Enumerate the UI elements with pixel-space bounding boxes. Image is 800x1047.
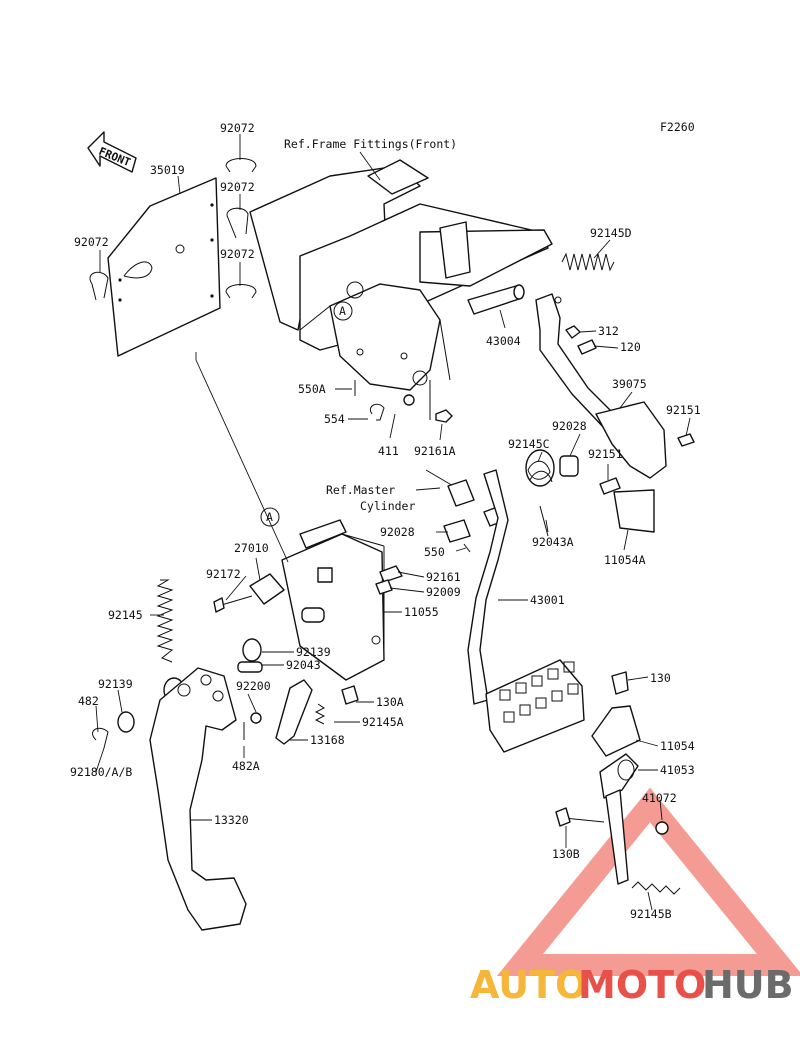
part-label-482A: 482A: [232, 759, 260, 773]
part-label-130A: 130A: [376, 695, 404, 709]
part-label-11054: 11054: [660, 739, 695, 753]
part-label-92072-d: 92072: [220, 247, 255, 261]
leader-lines: [95, 134, 691, 911]
part-label-43004: 43004: [486, 334, 521, 348]
part-label-92145D: 92145D: [590, 226, 632, 240]
part-label-92200: 92200: [236, 679, 271, 693]
pedal-switch: [213, 573, 285, 613]
part-label-43001: 43001: [530, 593, 565, 607]
part-label-92145C: 92145C: [508, 437, 550, 451]
part-label-92161A: 92161A: [414, 444, 456, 458]
watermark-logo: [496, 787, 800, 976]
front-arrow-icon: FRONT: [87, 131, 137, 173]
ref-master-line2: Cylinder: [360, 499, 415, 513]
callout-a-markers: A A: [260, 301, 353, 527]
ref-frame-fittings: Ref.Frame Fittings(Front): [284, 137, 457, 151]
watermark-hub: HUB: [702, 963, 794, 1007]
figure-code: F2260: [660, 120, 695, 134]
part-label-13320: 13320: [214, 813, 249, 827]
part-label-482: 482: [78, 694, 99, 708]
part-label-554: 554: [324, 412, 345, 426]
part-label-92161: 92161: [426, 570, 461, 584]
part-label-92009: 92009: [426, 585, 461, 599]
part-label-92139-a: 92139: [296, 645, 331, 659]
callout-a-lower: A: [266, 510, 273, 524]
part-label-92172: 92172: [206, 567, 241, 581]
part-label-92043: 92043: [286, 658, 321, 672]
part-label-92151-a: 92151: [666, 403, 701, 417]
spring-icon: [561, 252, 615, 272]
part-label-41053: 41053: [660, 763, 695, 777]
part-label-92028-a: 92028: [552, 419, 587, 433]
upper-pedal-arm: [535, 293, 667, 533]
part-label-92180: 92180/A/B: [70, 765, 132, 779]
brake-pedal-43001: [467, 469, 585, 753]
diagram-labels: F2260 Ref.Frame Fittings(Front) Ref.Mast…: [70, 120, 701, 921]
part-label-27010: 27010: [234, 541, 269, 555]
watermark-moto: MOTO: [578, 963, 706, 1007]
part-label-312: 312: [598, 324, 619, 338]
part-label-130B: 130B: [552, 847, 580, 861]
lower-right-assembly: [555, 671, 681, 895]
part-label-92043A: 92043A: [532, 535, 574, 549]
part-label-92028-b: 92028: [380, 525, 415, 539]
watermark-triangle: [496, 787, 800, 976]
return-spring-icon: [156, 579, 174, 663]
part-label-92072-a: 92072: [220, 121, 255, 135]
part-label-35019: 35019: [150, 163, 185, 177]
part-label-550: 550: [424, 545, 445, 559]
part-label-39075: 39075: [612, 377, 647, 391]
circlip-icons: [89, 158, 257, 301]
part-label-92072-c: 92072: [74, 235, 109, 249]
lever-13168: [275, 679, 359, 745]
part-label-92139-b: 92139: [98, 677, 133, 691]
pivot-shaft: [467, 284, 525, 315]
watermark-text: AUTO MOTO HUB: [470, 963, 794, 1007]
part-label-411: 411: [378, 444, 399, 458]
clutch-pedal-13320: [149, 667, 247, 931]
part-label-92151-b: 92151: [588, 447, 623, 461]
part-label-92145: 92145: [108, 608, 143, 622]
watermark-auto: AUTO: [470, 963, 587, 1007]
part-label-13168: 13168: [310, 733, 345, 747]
part-label-41072: 41072: [642, 791, 677, 805]
cover-plate: [107, 177, 221, 357]
part-label-11055: 11055: [404, 605, 439, 619]
part-label-92145A: 92145A: [362, 715, 404, 729]
lower-bracket-11055: [281, 519, 403, 681]
ref-master-line1: Ref.Master: [326, 483, 395, 497]
part-label-92145B: 92145B: [630, 907, 672, 921]
pedal-pad-grid: [499, 661, 579, 723]
part-label-120: 120: [620, 340, 641, 354]
pedal-bracket-frame: [249, 159, 553, 420]
part-label-92072-b: 92072: [220, 180, 255, 194]
callout-a-upper: A: [339, 304, 346, 318]
fastener-icons: [354, 325, 695, 495]
part-label-11054A: 11054A: [604, 553, 646, 567]
part-label-130: 130: [650, 671, 671, 685]
part-label-550A: 550A: [298, 382, 326, 396]
